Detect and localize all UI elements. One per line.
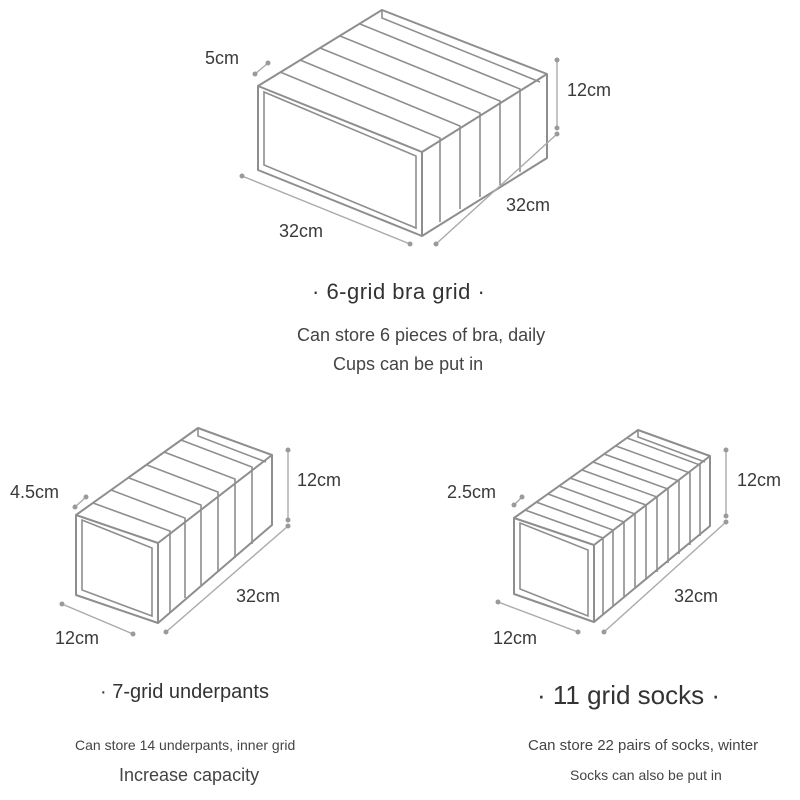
seven-grid-title: · 7-grid underpants: [100, 681, 269, 703]
eleven-grid-title: · 11 grid socks ·: [537, 680, 721, 710]
six-grid-height-dimension: 12cm: [567, 80, 612, 100]
seven-grid-dimension-lines: [59, 447, 291, 637]
eleven-grid-width-dimension: 12cm: [493, 628, 538, 648]
eleven-grid-dimension-lines: [495, 447, 729, 635]
six-grid-depth-dimension: 32cm: [279, 221, 324, 241]
seven-grid-description-line2: Increase capacity: [119, 765, 260, 785]
eleven-grid-box-drawing: [513, 429, 711, 623]
six-grid-dimension-lines: [239, 57, 560, 247]
six-grid-width-dimension: 32cm: [506, 195, 551, 215]
six-grid-description-line1: Can store 6 pieces of bra, daily: [297, 325, 546, 345]
eleven-grid-description-line1: Can store 22 pairs of socks, winter: [528, 737, 759, 754]
seven-grid-divider-dimension: 4.5cm: [10, 482, 60, 502]
six-grid-divider-dimension: 5cm: [205, 48, 240, 68]
seven-grid-length-dimension: 32cm: [236, 586, 281, 606]
seven-grid-description-line1: Can store 14 underpants, inner grid: [75, 737, 296, 753]
eleven-grid-description-line2: Socks can also be put in: [570, 767, 722, 783]
six-grid-description-line2: Cups can be put in: [333, 354, 484, 374]
seven-grid-height-dimension: 12cm: [297, 470, 342, 490]
seven-grid-width-dimension: 12cm: [55, 628, 100, 648]
seven-grid-box-drawing: [75, 427, 273, 624]
eleven-grid-divider-dimension: 2.5cm: [447, 482, 497, 502]
eleven-grid-length-dimension: 32cm: [674, 586, 719, 606]
eleven-grid-height-dimension: 12cm: [737, 470, 782, 490]
six-grid-title: · 6-grid bra grid ·: [312, 279, 486, 304]
six-grid-box-drawing: [257, 9, 548, 237]
